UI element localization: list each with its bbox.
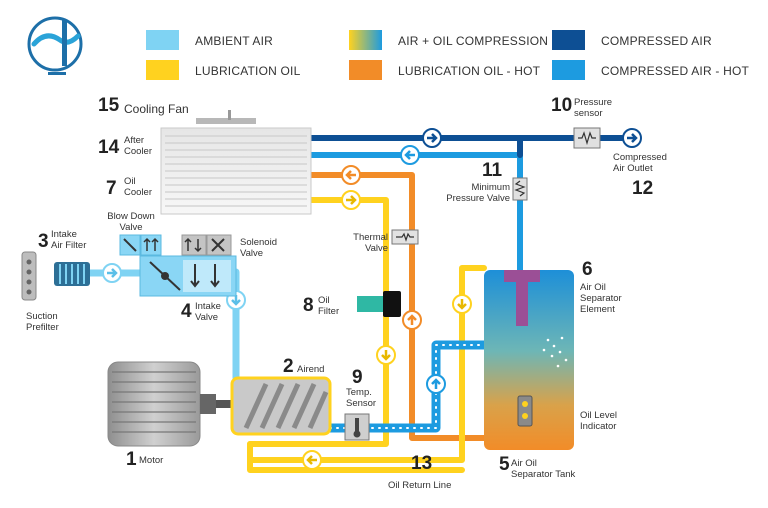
legend-swatch-compressed-air <box>552 30 585 50</box>
label-number-compressed-air-outlet: 12 <box>632 178 654 199</box>
thermal-valve <box>391 229 419 245</box>
arrow-icon <box>622 128 642 148</box>
label-number-intake-air-filter: 3 <box>38 231 49 252</box>
arrow-icon <box>400 145 420 165</box>
label-number-airend: 2 <box>283 356 294 377</box>
legend-lubrication-oil: LUBRICATION OIL <box>195 64 301 78</box>
label-motor: Motor <box>139 455 164 466</box>
pressure-sensor <box>573 127 601 149</box>
blow-down-valve <box>119 234 162 256</box>
motor <box>107 361 232 447</box>
label-oil-return-line: Oil Return Line <box>388 480 452 491</box>
temperature-sensor <box>344 413 370 441</box>
legend-compressed-air: COMPRESSED AIR <box>601 34 712 48</box>
cooling-fan <box>196 110 256 124</box>
suction-prefilter <box>21 251 37 301</box>
separator-tank <box>484 270 574 450</box>
arrow-icon <box>402 310 422 330</box>
legend-ambient-air: AMBIENT AIR <box>195 34 273 48</box>
cooler-unit <box>160 127 312 215</box>
solenoid-valve <box>181 234 232 256</box>
legend-compressed-air-hot: COMPRESSED AIR - HOT <box>601 64 750 78</box>
label-number-oil-return-line: 13 <box>411 453 433 474</box>
legend-swatch-compressed-air-hot <box>552 60 585 80</box>
company-logo <box>27 16 83 75</box>
arrow-icon <box>376 345 396 365</box>
label-number-minimum-pressure-valve: 11 <box>482 160 503 181</box>
legend-lubrication-oil-hot: LUBRICATION OIL - HOT <box>398 64 541 78</box>
pipe-oil-return-top <box>459 265 487 303</box>
arrow-icon <box>302 450 322 470</box>
arrow-icon <box>426 374 446 394</box>
arrow-icon <box>102 263 122 283</box>
oil-filter <box>357 291 401 317</box>
legend-swatch-air-oil-compression <box>349 30 382 50</box>
label-number-motor: 1 <box>126 449 137 470</box>
label-number-temp-sensor: 9 <box>352 367 363 388</box>
label-number-pressure-sensor: 10 <box>551 95 573 116</box>
legend-swatch-lubrication-oil <box>146 60 179 80</box>
legend-swatch-lubrication-oil-hot <box>349 60 382 80</box>
airend <box>230 376 332 436</box>
label-number-intake-valve: 4 <box>181 301 192 322</box>
label-number-oil-cooler: 7 <box>106 178 117 199</box>
pipe-oil-loop-left <box>247 441 465 473</box>
minimum-pressure-valve <box>512 177 528 201</box>
legend-swatch-ambient-air <box>146 30 179 50</box>
label-number-oil-filter: 8 <box>303 295 314 316</box>
label-cooling-fan: Cooling Fan <box>124 102 189 116</box>
label-number-after-cooler: 14 <box>98 137 120 158</box>
intake-air-filter <box>54 262 90 286</box>
label-number-separator-tank: 5 <box>499 454 510 475</box>
label-airend: Airend <box>297 364 325 375</box>
arrow-icon <box>422 128 442 148</box>
intake-valve <box>139 255 237 297</box>
flow-arrows <box>102 128 642 470</box>
arrow-icon <box>341 165 361 185</box>
legend-air-oil-compression: AIR + OIL COMPRESSION <box>398 34 549 48</box>
arrow-icon <box>452 294 472 314</box>
label-number-separator-element: 6 <box>582 259 593 280</box>
label-temp-sensor: Temp.Sensor <box>346 387 377 409</box>
arrow-icon <box>341 190 361 210</box>
label-number-cooling-fan: 15 <box>98 95 120 116</box>
